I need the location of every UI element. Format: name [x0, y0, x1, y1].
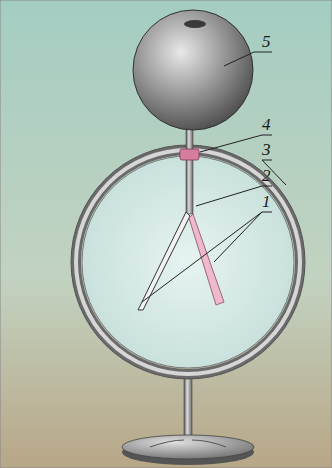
callout-number: 4 [262, 116, 271, 134]
callout-number: 3 [262, 141, 271, 159]
callout-number: 1 [262, 193, 271, 211]
callout-number: 5 [262, 33, 271, 51]
callout-number: 2 [262, 167, 271, 185]
